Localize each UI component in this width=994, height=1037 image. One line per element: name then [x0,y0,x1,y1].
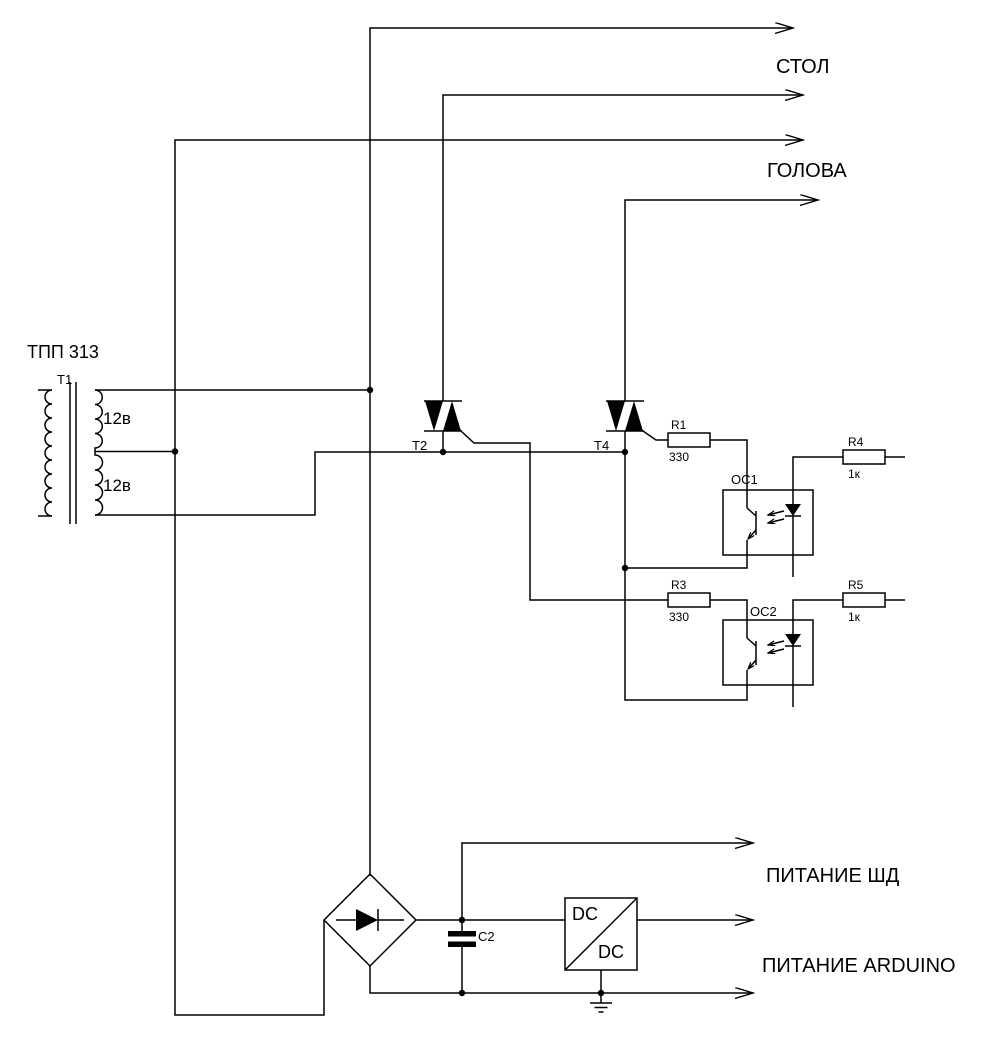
resistor-r5-value: 1к [848,610,861,624]
label-pitanie-shd: ПИТАНИЕ ШД [766,865,900,887]
wire-output-stol-line2 [442,95,803,401]
wire-output-golova-line1 [174,140,803,1016]
label-golova: ГОЛОВА [767,160,847,182]
led-icon [785,504,801,516]
wire-secondary-bottom [95,451,625,516]
diode-icon [356,909,378,931]
phototransistor-emitter [748,529,757,539]
primary-coil-icon [44,389,53,517]
junction-dot [621,448,629,456]
capacitor-c2: C2 [448,920,495,993]
phototransistor-emitter [748,659,757,669]
resistor-r4-value: 1к [848,467,861,481]
capacitor-c2-label: C2 [478,929,495,944]
dcdc-converter: DC DC [564,897,638,971]
winding-top-label: 12в [103,409,131,428]
resistor-r3-value: 330 [669,610,689,624]
wire-t4-gate [642,430,668,441]
wire-oc2-emitter [624,568,748,701]
resistor-r1-value: 330 [669,450,689,464]
optocoupler-oc1-label: OC1 [731,472,758,487]
resistor-body [842,449,886,465]
resistor-r3-label: R3 [671,578,687,592]
triac-t2-label: Т2 [412,438,427,453]
resistor-body [842,592,886,608]
transformer-t1: ТПП 313 Т1 12в 12в [27,342,131,524]
core-icon [69,382,77,524]
resistor-r4: R4 1к [842,435,886,481]
resistor-body [667,432,711,448]
wire-output-stol-line1 [369,28,793,876]
light-arrow-icon [768,640,785,645]
wire-r1-oc1 [710,439,748,508]
triac-triangle [625,401,643,431]
label-pitanie-arduino: ПИТАНИЕ ARDUINO [762,955,956,977]
capacitor-plate [448,941,476,947]
dcdc-label-bottom: DC [598,942,624,962]
light-arrow-icon [768,648,785,653]
wire-minus-rail [369,966,753,993]
optocoupler-oc2-label: OC2 [750,604,777,619]
resistor-r1-label: R1 [671,418,687,432]
wire-output-golova-line2 [624,200,818,401]
wire-oc1-led-anode [792,456,843,504]
triac-t2: Т2 [412,400,462,453]
junction-dot [458,989,466,997]
bridge-rectifier [322,872,418,968]
resistor-r5-label: R5 [848,578,864,592]
secondary-coil-icon [94,389,104,516]
light-arrow-icon [768,518,785,523]
optocoupler-oc1: OC1 [722,472,814,556]
wires [95,28,905,1016]
transformer-designator-label: Т1 [57,372,72,387]
label-stol: СТОЛ [776,56,830,78]
wire-output-pitanie-shd [461,843,753,920]
resistor-r5: R5 1к [842,578,886,624]
dcdc-label-top: DC [572,904,598,924]
transformer-model-label: ТПП 313 [27,342,99,362]
dcdc-diagonal [564,897,638,971]
triac-t4-label: Т4 [594,438,609,453]
triac-t4: Т4 [594,400,644,453]
resistor-r3: R3 330 [667,578,711,624]
wire-oc1-emitter [625,540,748,569]
junction-dot [366,386,374,394]
triac-triangle [607,401,625,431]
ground-bars [590,1002,612,1013]
light-arrow-icon [768,510,785,515]
resistor-r4-label: R4 [848,435,864,449]
junction-dot [458,916,466,924]
resistor-body [667,592,711,608]
optocoupler-body [722,489,814,556]
output-labels: СТОЛ ГОЛОВА ПИТАНИЕ ШД ПИТАНИЕ ARDUINO [762,56,956,977]
junction-dot [439,448,447,456]
wire-oc2-led-anode [792,599,843,634]
resistor-r1: R1 330 [667,418,711,464]
capacitor-plate [448,931,476,937]
wire-r3-oc2 [710,599,748,638]
triac-triangle [425,401,443,431]
winding-bottom-label: 12в [103,476,131,495]
junction-dot [597,989,605,997]
wire-t2-gate [460,430,668,601]
junction-dot [171,448,179,455]
optocoupler-oc2: OC2 [722,604,814,686]
junction-dots [171,386,629,997]
led-icon [785,634,801,646]
triac-triangle [443,401,461,431]
junction-dot [621,564,629,572]
